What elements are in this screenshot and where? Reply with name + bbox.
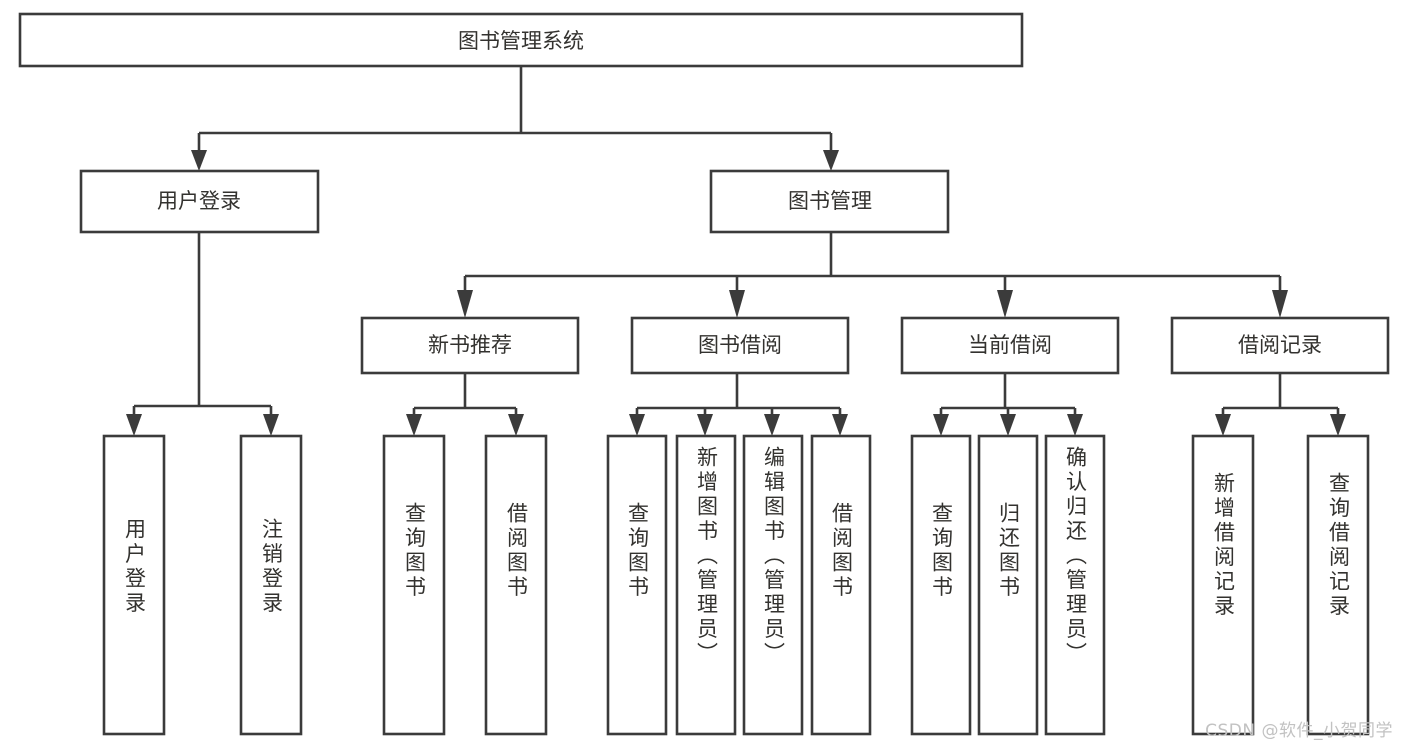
connector-group-book-borrow [629, 373, 848, 436]
arrow-cb-leaf-3 [1067, 414, 1083, 436]
leaf-box-return-book[interactable] [977, 434, 1039, 736]
connector-group-new-book-recommend [406, 373, 524, 436]
leaf-box-edit-book-admin[interactable] [742, 434, 804, 736]
leaf-box-query-borrow-record[interactable] [1306, 434, 1370, 736]
arrow-bm-to-borrow-record [1272, 290, 1288, 318]
node-book-management-label: 图书管理 [788, 189, 872, 213]
node-book-management-box[interactable] [709, 169, 950, 234]
leaf-box-add-borrow-record[interactable] [1191, 434, 1255, 736]
arrow-bm-to-current-borrow [997, 290, 1013, 318]
node-current-borrow-label: 当前借阅 [968, 333, 1052, 357]
node-new-book-recommend[interactable]: 新书推荐 [360, 316, 580, 375]
node-book-borrow-label: 图书借阅 [698, 333, 782, 357]
node-root-label: 图书管理系统 [458, 29, 584, 53]
node-current-borrow-box[interactable] [900, 316, 1120, 375]
leaf-box-add-book-admin[interactable] [675, 434, 737, 736]
arrow-cb-leaf-2 [1000, 414, 1016, 436]
arrow-bb-leaf-3 [764, 414, 780, 436]
node-current-borrow[interactable]: 当前借阅 [900, 316, 1120, 375]
arrow-user-login-leaf-1 [126, 414, 142, 436]
leaf-box-query-book-1[interactable] [382, 434, 446, 736]
node-new-book-recommend-label: 新书推荐 [428, 333, 512, 357]
leaf-box-user-login[interactable] [102, 434, 166, 736]
node-borrow-record-box[interactable] [1170, 316, 1390, 375]
connector-group-borrow-record [1215, 373, 1346, 436]
node-borrow-record-label: 借阅记录 [1238, 333, 1322, 357]
node-user-login[interactable]: 用户登录 [79, 169, 320, 234]
leaf-box-confirm-return-admin[interactable] [1044, 434, 1106, 736]
connector-group-current-borrow [933, 373, 1083, 436]
node-book-management[interactable]: 图书管理 [709, 169, 950, 234]
arrow-br-leaf-1 [1215, 414, 1231, 436]
connector-group-user-login [126, 232, 279, 436]
arrow-br-leaf-2 [1330, 414, 1346, 436]
arrow-nbr-leaf-2 [508, 414, 524, 436]
node-root-box[interactable] [18, 12, 1024, 68]
node-root[interactable]: 图书管理系统 [18, 12, 1024, 68]
arrow-cb-leaf-1 [933, 414, 949, 436]
leaf-box-logout[interactable] [239, 434, 303, 736]
arrow-bm-to-book-borrow [729, 290, 745, 318]
connector-group-book-management [457, 232, 1288, 318]
arrow-nbr-leaf-1 [406, 414, 422, 436]
node-user-login-box[interactable] [79, 169, 320, 234]
node-new-book-recommend-box[interactable] [360, 316, 580, 375]
leaf-box-query-book-3[interactable] [910, 434, 972, 736]
leaf-box-query-book-2[interactable] [606, 434, 668, 736]
leaf-box-borrow-book-1[interactable] [484, 434, 548, 736]
node-book-borrow-box[interactable] [630, 316, 850, 375]
csdn-watermark: CSDN @软件_小贺同学 [1205, 721, 1393, 741]
leaf-box-borrow-book-2[interactable] [810, 434, 872, 736]
arrow-bb-leaf-4 [832, 414, 848, 436]
arrow-root-to-book-management [823, 150, 839, 171]
arrow-bb-leaf-1 [629, 414, 645, 436]
arrow-root-to-user-login [191, 150, 207, 171]
node-borrow-record[interactable]: 借阅记录 [1170, 316, 1390, 375]
node-user-login-label: 用户登录 [157, 189, 241, 213]
arrow-user-login-leaf-2 [263, 414, 279, 436]
arrow-bm-to-new-book-recommend [457, 290, 473, 318]
connector-group-root [191, 66, 839, 171]
node-book-borrow[interactable]: 图书借阅 [630, 316, 850, 375]
arrow-bb-leaf-2 [697, 414, 713, 436]
